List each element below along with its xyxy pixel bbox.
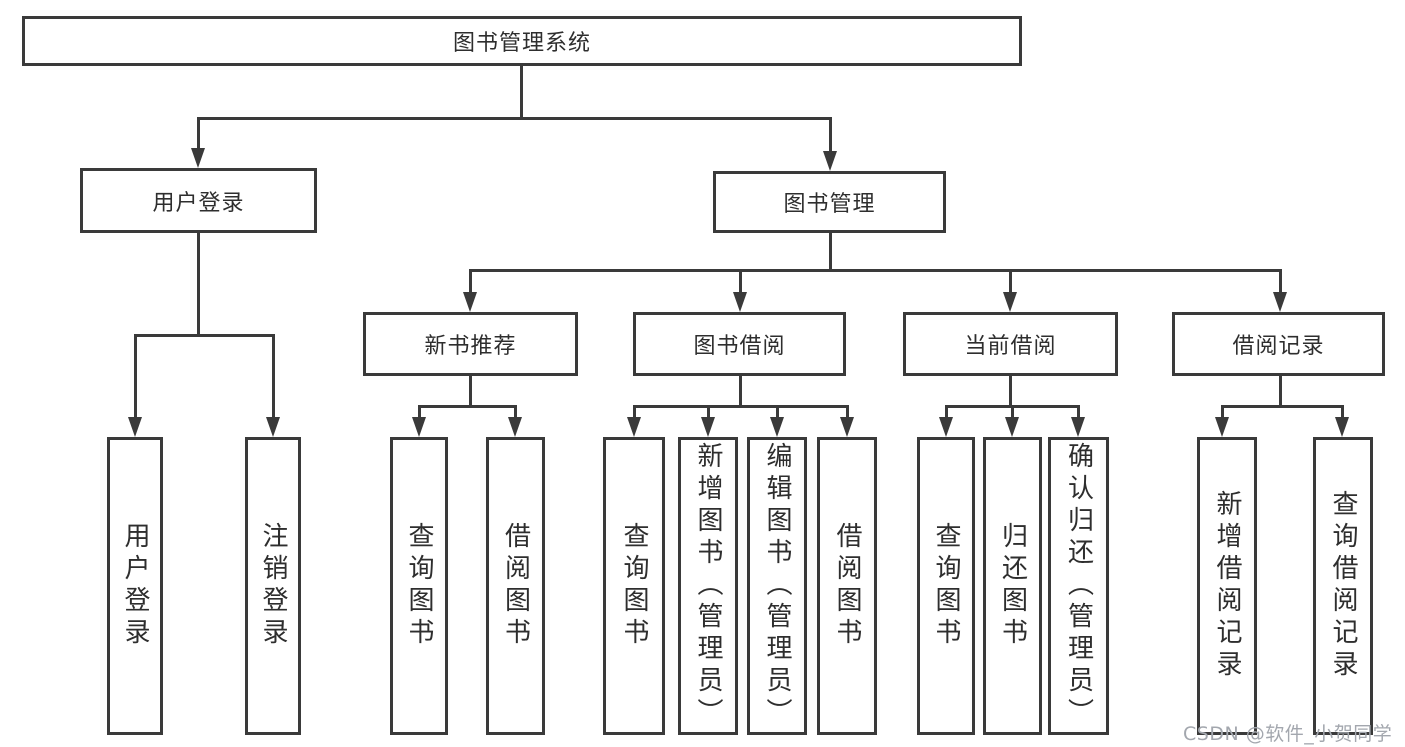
arrow-down-icon [463, 292, 477, 312]
arrow-down-icon [1335, 417, 1349, 437]
connector-line [1279, 374, 1282, 407]
connector-line [272, 334, 275, 419]
leaf-label: 注销登录 [258, 522, 288, 650]
arrow-down-icon [266, 417, 280, 437]
arrow-down-icon [733, 292, 747, 312]
leaf-label: 查询图书 [619, 522, 649, 650]
connector-line [633, 405, 636, 421]
node-label: 图书管理系统 [452, 31, 591, 56]
arrow-down-icon [939, 417, 953, 437]
arrow-down-icon [1273, 292, 1287, 312]
connector-line [776, 405, 779, 421]
connector-line [1077, 405, 1080, 421]
arrow-down-icon [1005, 417, 1019, 437]
node-book-management: 图书管理 [713, 171, 946, 233]
connector-line [1341, 405, 1344, 421]
arrow-down-icon [412, 417, 426, 437]
connector-line [739, 269, 742, 295]
arrow-down-icon [627, 417, 641, 437]
leaf-query-books: 查询图书 [917, 437, 975, 735]
leaf-add-books-admin: 新增图书（管理员） [678, 437, 738, 735]
arrow-down-icon [191, 148, 205, 168]
node-label: 当前借阅 [964, 334, 1057, 359]
arrow-down-icon [823, 151, 837, 171]
node-book-borrowing: 图书借阅 [633, 312, 846, 376]
leaf-user-login: 用户登录 [107, 437, 163, 735]
connector-line [1009, 269, 1012, 295]
csdn-watermark: CSDN @软件_小贺同学 [1183, 723, 1393, 745]
leaf-label: 查询借阅记录 [1328, 490, 1358, 682]
node-label: 图书管理 [783, 192, 876, 217]
connector-line [418, 405, 421, 421]
leaf-label: 借阅图书 [832, 522, 862, 650]
leaf-label: 编辑图书（管理员） [762, 442, 792, 730]
leaf-confirm-return-admin: 确认归还（管理员） [1048, 437, 1109, 735]
leaf-label: 用户登录 [120, 522, 150, 650]
connector-line [1009, 374, 1012, 407]
connector-line [520, 64, 523, 120]
node-new-book-recommend: 新书推荐 [363, 312, 578, 376]
leaf-label: 归还图书 [997, 522, 1028, 650]
leaf-label: 查询图书 [404, 522, 434, 650]
connector-line [469, 374, 472, 407]
leaf-borrow-books: 借阅图书 [817, 437, 877, 735]
arrow-down-icon [840, 417, 854, 437]
leaf-label: 新增借阅记录 [1212, 490, 1242, 682]
connector-line [134, 334, 275, 337]
connector-line [846, 405, 849, 421]
node-label: 图书借阅 [693, 334, 786, 359]
leaf-return-books: 归还图书 [983, 437, 1042, 735]
node-label: 借阅记录 [1232, 334, 1325, 359]
connector-line [514, 405, 517, 421]
connector-line [469, 269, 472, 295]
arrow-down-icon [1071, 417, 1085, 437]
connector-line [197, 231, 200, 336]
connector-line [739, 374, 742, 407]
connector-line [1011, 405, 1014, 421]
arrow-down-icon [1003, 292, 1017, 312]
connector-line [829, 231, 832, 271]
connector-line [197, 117, 832, 120]
connector-line [829, 117, 832, 154]
connector-line [469, 269, 1282, 272]
node-current-borrowing: 当前借阅 [903, 312, 1118, 376]
leaf-add-borrow-record: 新增借阅记录 [1197, 437, 1257, 735]
connector-line [633, 405, 849, 408]
arrow-down-icon [701, 417, 715, 437]
connector-line [1279, 269, 1282, 295]
leaf-label: 借阅图书 [500, 522, 531, 650]
leaf-query-borrow-record: 查询借阅记录 [1313, 437, 1373, 735]
leaf-label: 查询图书 [931, 522, 961, 650]
node-label: 用户登录 [152, 190, 245, 216]
connector-line [1221, 405, 1224, 421]
node-borrowing-records: 借阅记录 [1172, 312, 1385, 376]
connector-line [1221, 405, 1344, 408]
arrow-down-icon [770, 417, 784, 437]
connector-line [707, 405, 710, 421]
leaf-label: 新增图书（管理员） [693, 442, 723, 730]
arrow-down-icon [128, 417, 142, 437]
connector-line [197, 117, 200, 151]
leaf-label: 确认归还（管理员） [1063, 442, 1094, 730]
arrow-down-icon [508, 417, 522, 437]
arrow-down-icon [1215, 417, 1229, 437]
leaf-query-books: 查询图书 [390, 437, 448, 735]
node-root-library-system: 图书管理系统 [22, 16, 1022, 66]
node-user-login: 用户登录 [80, 168, 317, 233]
connector-line [945, 405, 948, 421]
leaf-logout: 注销登录 [245, 437, 301, 735]
leaf-borrow-books: 借阅图书 [486, 437, 545, 735]
node-label: 新书推荐 [424, 334, 517, 359]
leaf-query-books: 查询图书 [603, 437, 665, 735]
leaf-edit-books-admin: 编辑图书（管理员） [747, 437, 807, 735]
connector-line [418, 405, 517, 408]
connector-line [134, 334, 137, 419]
